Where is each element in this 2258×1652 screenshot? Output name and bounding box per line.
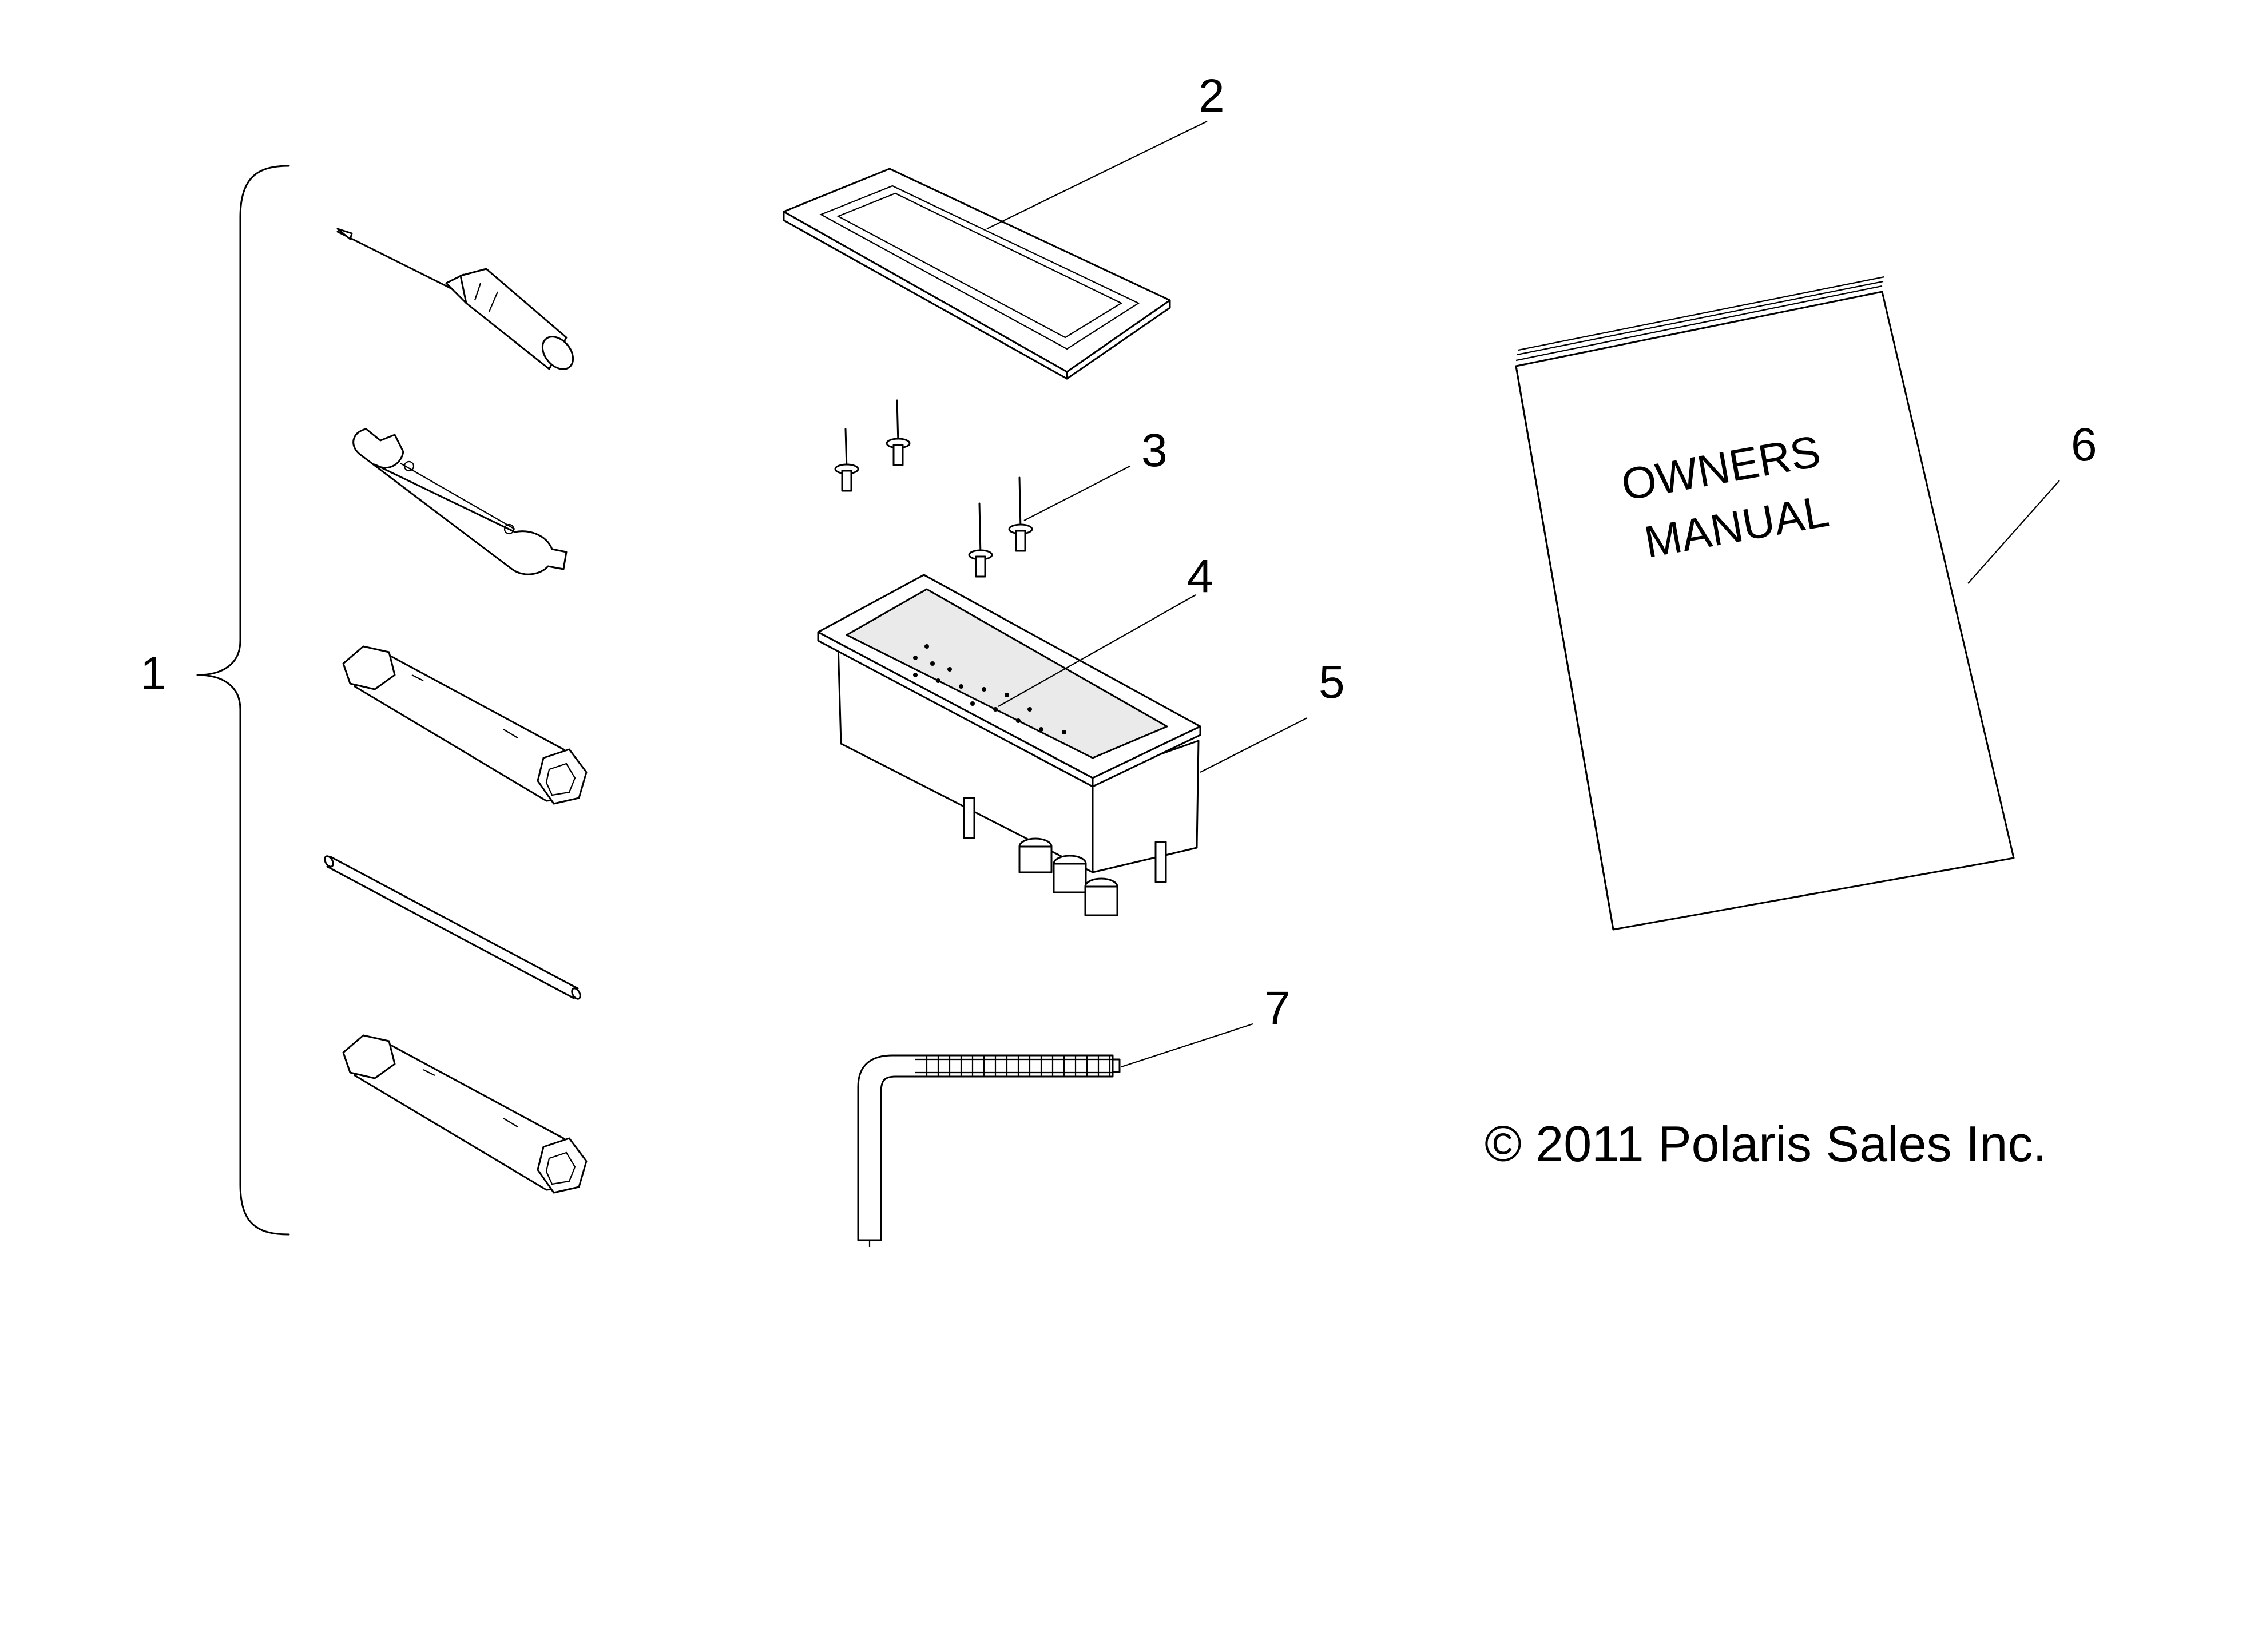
callout-7: 7 — [1264, 982, 1291, 1034]
storage-box-lid: 2 — [783, 70, 1225, 380]
hex-key: 7 — [857, 982, 1291, 1247]
drain-holes — [913, 644, 1066, 734]
storage-box: 4 5 — [817, 550, 1345, 916]
callout-1: 1 — [140, 648, 166, 700]
push-rivets: 3 — [834, 399, 1168, 578]
kit-brace — [196, 165, 290, 1236]
open-end-wrench-icon — [352, 428, 568, 575]
rivet-icon — [886, 399, 911, 466]
callout-2: 2 — [1199, 70, 1225, 122]
hex-key-threads — [926, 1055, 1111, 1077]
callout-4: 4 — [1187, 550, 1213, 602]
owners-manual: OWNERS MANUAL 6 — [1515, 276, 2097, 931]
socket-wrench-icon — [342, 645, 588, 805]
handle-rod-icon — [324, 855, 581, 1000]
copyright-notice: © 2011 Polaris Sales Inc. — [1485, 1115, 2047, 1172]
rivet-icon — [968, 502, 993, 578]
tool-kit-group: 1 — [140, 165, 588, 1236]
callout-3: 3 — [1141, 424, 1168, 476]
socket-wrench-icon — [342, 1034, 588, 1194]
rivet-icon — [834, 428, 859, 492]
screwdriver-icon — [336, 228, 574, 370]
callout-5: 5 — [1319, 656, 1345, 708]
rivet-icon — [1008, 476, 1033, 552]
callout-6: 6 — [2071, 419, 2097, 471]
